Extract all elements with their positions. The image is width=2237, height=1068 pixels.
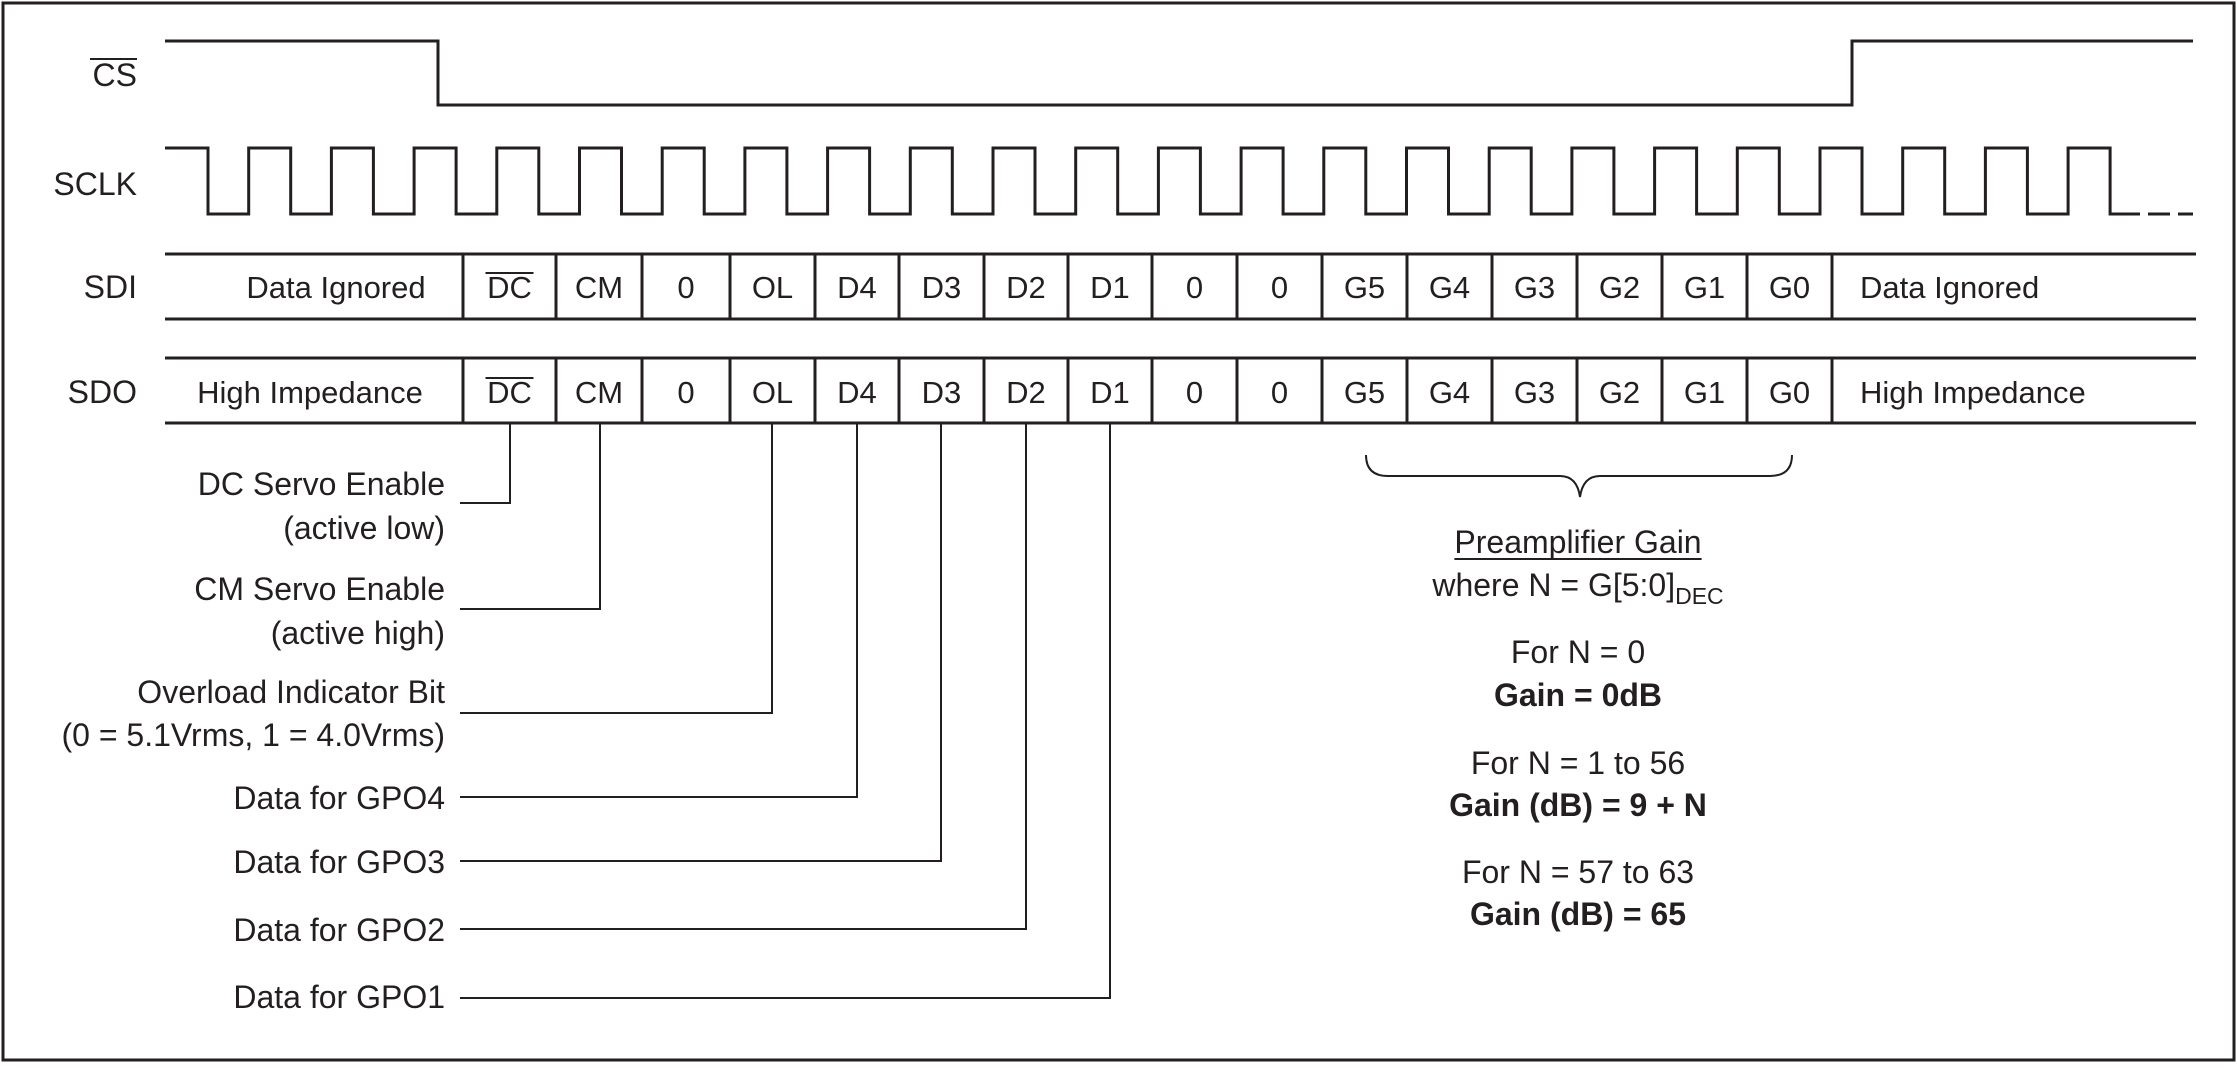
sdi-bit-label: 0 — [677, 270, 694, 305]
sdi-trail-text: Data Ignored — [1860, 270, 2039, 305]
sdo-bit-label: CM — [575, 375, 623, 410]
gain-case2-result: Gain (dB) = 9 + N — [1449, 787, 1707, 823]
sdo-bit-label: 0 — [1271, 375, 1288, 410]
cs-waveform — [165, 39, 2193, 107]
sdi-bit-label: CM — [575, 270, 623, 305]
sdi-bit-label: G3 — [1514, 270, 1555, 305]
sdi-lead-text: Data Ignored — [246, 270, 425, 305]
sdo-bit-label: G1 — [1684, 375, 1725, 410]
gain-case1-result: Gain = 0dB — [1494, 677, 1662, 713]
gpo4-label: Data for GPO4 — [233, 780, 445, 816]
gpo3-label: Data for GPO3 — [233, 844, 445, 880]
sdo-bit-label: DC — [487, 375, 532, 410]
cm-leader-line — [460, 423, 601, 610]
sdi-bit-label: G1 — [1684, 270, 1725, 305]
d3-leader-line — [460, 423, 942, 862]
sdo-bit-label: G4 — [1429, 375, 1470, 410]
sdo-bit-label: OL — [752, 375, 793, 410]
sdi-bit-label: D2 — [1006, 270, 1046, 305]
overload-values-label: (0 = 5.1Vrms, 1 = 4.0Vrms) — [61, 717, 445, 753]
sdo-bit-label: D4 — [837, 375, 877, 410]
gain-case3-result: Gain (dB) = 65 — [1470, 896, 1686, 932]
cm-servo-active-label: (active high) — [271, 615, 445, 651]
gain-where-subscript: DEC — [1675, 583, 1724, 609]
sdi-bit-label: OL — [752, 270, 793, 305]
sclk-waveform — [165, 146, 2140, 216]
sdo-bit-label: D2 — [1006, 375, 1046, 410]
sdo-bit-label: G0 — [1769, 375, 1810, 410]
ol-leader-line — [460, 423, 773, 714]
d1-leader-line — [460, 423, 1111, 999]
overload-indicator-label: Overload Indicator Bit — [137, 674, 445, 710]
sdo-bit-label: G5 — [1344, 375, 1385, 410]
dc-leader-line — [460, 423, 511, 504]
sdi-bit-label: 0 — [1186, 270, 1203, 305]
sdo-bit-label: 0 — [677, 375, 694, 410]
gain-where-prefix: where N = G[5:0] — [1431, 567, 1675, 603]
gain-where-text: where N = G[5:0]DEC — [1431, 567, 1723, 609]
dc-servo-enable-label: DC Servo Enable — [198, 466, 445, 502]
d2-leader-line — [460, 423, 1027, 930]
sdi-bit-label: G5 — [1344, 270, 1385, 305]
sdi-bus: Data Ignored Data Ignored DC CM 0 OL D4 D3 D2 D… — [165, 252, 2196, 321]
sdi-bit-label: G4 — [1429, 270, 1470, 305]
sdo-bit-label: D3 — [922, 375, 962, 410]
gain-case2-condition: For N = 1 to 56 — [1471, 745, 1685, 781]
gain-brace — [1365, 454, 1793, 498]
sdi-bit-label: D3 — [922, 270, 962, 305]
sclk-label: SCLK — [53, 166, 137, 202]
sdo-bit-label: D1 — [1090, 375, 1130, 410]
gpo2-label: Data for GPO2 — [233, 912, 445, 948]
sdi-label: SDI — [84, 269, 137, 305]
gain-case3-condition: For N = 57 to 63 — [1462, 854, 1694, 890]
d4-leader-line — [460, 423, 858, 798]
sdo-bus: High Impedance High Impedance DC CM 0 OL D4 D… — [165, 356, 2196, 425]
sdi-bit-label: 0 — [1271, 270, 1288, 305]
gain-title: Preamplifier Gain — [1454, 524, 1701, 560]
gpo1-label: Data for GPO1 — [233, 979, 445, 1015]
cs-label: CS — [93, 57, 137, 93]
sdo-trail-text: High Impedance — [1860, 375, 2086, 410]
sdi-bit-label: D4 — [837, 270, 877, 305]
cm-servo-enable-label: CM Servo Enable — [194, 571, 445, 607]
sdi-bit-label: D1 — [1090, 270, 1130, 305]
sdo-bit-label: G3 — [1514, 375, 1555, 410]
sdi-bit-label: G2 — [1599, 270, 1640, 305]
sdo-label: SDO — [68, 374, 137, 410]
sdo-lead-text: High Impedance — [197, 375, 423, 410]
sdi-bit-label: G0 — [1769, 270, 1810, 305]
sdo-bit-label: 0 — [1186, 375, 1203, 410]
sdo-bit-label: G2 — [1599, 375, 1640, 410]
dc-servo-active-label: (active low) — [283, 510, 445, 546]
gain-case1-condition: For N = 0 — [1511, 634, 1645, 670]
sdi-bit-label: DC — [487, 270, 532, 305]
